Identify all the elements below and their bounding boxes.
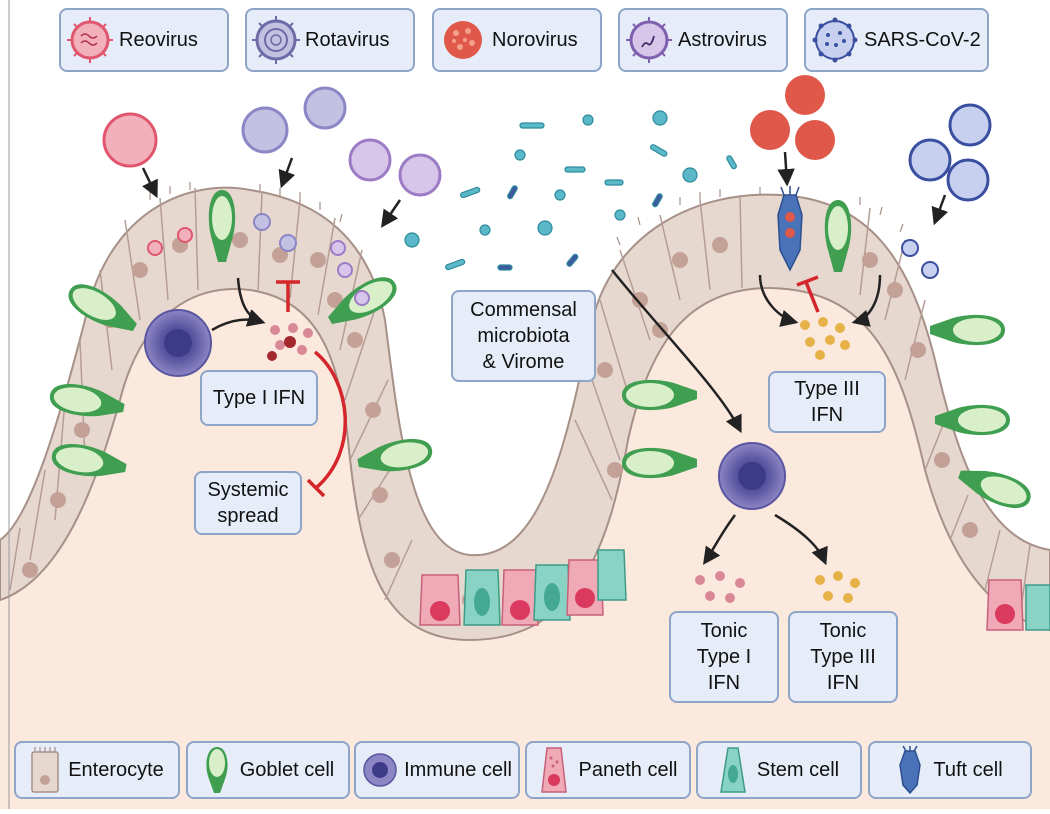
legend-sars-cov-2-label: SARS-CoV-2 xyxy=(864,28,981,51)
legend-enterocyte-label: Enterocyte xyxy=(68,758,164,781)
crypt-base-cells xyxy=(419,549,1050,631)
enterocyte-icon xyxy=(31,747,59,793)
label-commensal-microbiota: Commensal microbiota & Virome xyxy=(451,290,596,382)
legend-astrovirus: Astrovirus xyxy=(618,8,788,72)
legend-norovirus-label: Norovirus xyxy=(492,28,578,51)
legend-goblet-cell: Goblet cell xyxy=(186,741,350,799)
legend-rotavirus-label: Rotavirus xyxy=(305,28,390,51)
tuft-cell-icon xyxy=(899,745,922,795)
legend-tuft-cell: Tuft cell xyxy=(868,741,1032,799)
reovirus-icon xyxy=(67,17,113,63)
immune-cells xyxy=(144,309,786,510)
lumen-virions xyxy=(102,75,992,202)
goblet-cell-icon xyxy=(206,747,228,793)
pathway-arrows xyxy=(141,151,949,566)
paneth-cell-icon xyxy=(540,747,567,793)
norovirus-icon xyxy=(444,21,482,59)
legend-goblet-cell-label: Goblet cell xyxy=(239,758,335,781)
label-tonic-type-1-ifn: Tonic Type I IFN xyxy=(669,611,779,703)
legend-stem-cell: Stem cell xyxy=(696,741,862,799)
legend-stem-cell-label: Stem cell xyxy=(756,758,840,781)
label-systemic-spread: Systemic spread xyxy=(194,471,302,535)
immune-cell-icon xyxy=(363,753,397,787)
ifn-molecules xyxy=(267,317,860,603)
legend-norovirus: Norovirus xyxy=(432,8,602,72)
legend-rotavirus: Rotavirus xyxy=(245,8,415,72)
legend-sars-cov-2: SARS-CoV-2 xyxy=(804,8,989,72)
legend-reovirus-label: Reovirus xyxy=(119,28,198,51)
label-type-1-ifn: Type I IFN xyxy=(200,370,318,426)
legend-paneth-cell-label: Paneth cell xyxy=(578,758,678,781)
label-tonic-type-3-ifn: Tonic Type III IFN xyxy=(788,611,898,703)
tuft-cell xyxy=(777,186,803,272)
stem-cell-icon xyxy=(719,747,746,793)
astrovirus-icon xyxy=(626,17,672,63)
legend-immune-cell: Immune cell xyxy=(354,741,520,799)
legend-astrovirus-label: Astrovirus xyxy=(678,28,767,51)
commensal-microbes xyxy=(404,110,737,271)
legend-tuft-cell-label: Tuft cell xyxy=(933,758,1003,781)
rotavirus-icon xyxy=(252,16,300,64)
legend-reovirus: Reovirus xyxy=(59,8,229,72)
inhibition-marks xyxy=(276,275,820,498)
label-type-3-ifn: Type III IFN xyxy=(768,371,886,433)
legend-paneth-cell: Paneth cell xyxy=(525,741,691,799)
intracellular-virions xyxy=(147,213,939,306)
sars-cov-2-icon xyxy=(812,17,858,63)
legend-enterocyte: Enterocyte xyxy=(14,741,180,799)
legend-immune-cell-label: Immune cell xyxy=(404,758,512,781)
